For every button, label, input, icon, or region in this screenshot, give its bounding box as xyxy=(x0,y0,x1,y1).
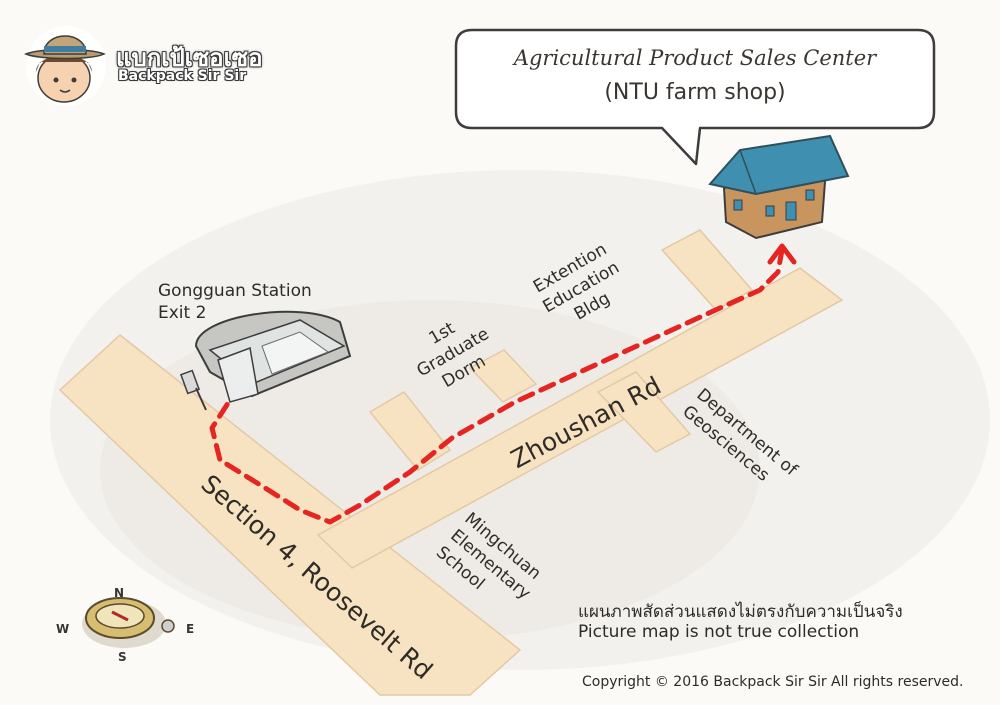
side-street-geosciences xyxy=(596,371,692,453)
logo-english-name: Backpack Sir Sir xyxy=(118,68,247,84)
compass-north: N xyxy=(114,586,125,600)
scale-note-thai: แผนภาพสัดส่วนแสดงไม่ตรงกับความเป็นจริง xyxy=(578,602,903,622)
station-exit-icon xyxy=(179,310,352,411)
compass-south: S xyxy=(118,650,127,664)
scale-note-english: Picture map is not true collection xyxy=(578,622,860,642)
roads xyxy=(58,229,844,696)
compass-east: E xyxy=(186,622,195,636)
walking-route xyxy=(209,247,785,525)
side-street-extension xyxy=(468,349,538,403)
backpacker-avatar-icon xyxy=(24,26,106,106)
logo: แบกเป้เซอเซอ Backpack Sir Sir xyxy=(22,18,322,108)
compass-icon xyxy=(82,597,175,648)
roosevelt-road xyxy=(58,334,522,696)
side-street-north xyxy=(660,229,754,311)
route-arrowhead xyxy=(767,243,797,265)
farm-shop-house-icon xyxy=(708,134,850,240)
side-street-dorm xyxy=(368,391,452,471)
zhoushan-road xyxy=(316,267,844,569)
logo-thai-name: แบกเป้เซอเซอ xyxy=(116,44,263,72)
station-label-line1: Gongguan Station xyxy=(158,281,312,301)
compass-west: W xyxy=(56,622,70,636)
station-label-line2: Exit 2 xyxy=(158,303,207,323)
copyright-notice: Copyright © 2016 Backpack Sir Sir All ri… xyxy=(582,674,964,690)
destination-title: Agricultural Product Sales Center xyxy=(513,46,877,70)
destination-subtitle: (NTU farm shop) xyxy=(604,80,786,105)
speech-bubble xyxy=(454,28,936,166)
station-label: Gongguan Station Exit 2 xyxy=(158,280,312,324)
